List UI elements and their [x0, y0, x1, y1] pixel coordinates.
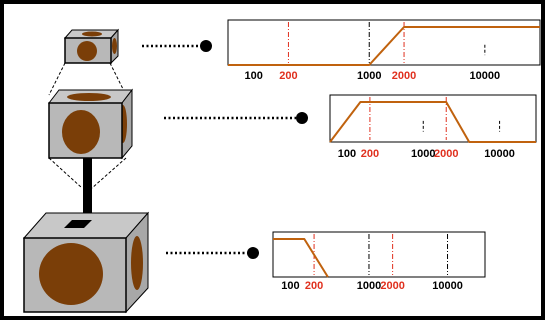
tick-label: 2000 — [392, 70, 416, 82]
tick-label: 100 — [338, 148, 356, 160]
cube-connectors — [48, 62, 127, 189]
midrange-cube — [47, 88, 134, 160]
chart-frame — [272, 231, 486, 278]
cube-stand — [83, 158, 92, 220]
tick-label: 1000 — [411, 148, 435, 160]
tick-label: 200 — [279, 70, 297, 82]
response-curve — [273, 238, 329, 278]
tick-label: 1000 — [357, 280, 381, 292]
leader-tweeter — [142, 40, 212, 52]
leader-dot — [200, 40, 212, 52]
midrange-front-driver — [62, 110, 100, 154]
midrange-top-driver — [67, 93, 111, 101]
tweeter-response-chart: 100 200 1000 2000 10000 — [227, 19, 541, 82]
woofer-side-driver — [131, 236, 143, 290]
tick-label: 1000 — [357, 70, 381, 82]
response-curve — [329, 101, 536, 143]
tweeter-top-driver — [82, 31, 102, 37]
tweeter-front-driver — [77, 41, 97, 61]
leader-midrange — [164, 112, 308, 124]
tick-label: 200 — [305, 280, 323, 292]
tick-label: 2000 — [380, 280, 404, 292]
tick-label: 2000 — [434, 148, 458, 160]
leader-dot — [296, 112, 308, 124]
leader-woofer — [166, 247, 259, 259]
tick-label: 100 — [244, 70, 262, 82]
tweeter-cube — [63, 28, 120, 65]
tick-label: 200 — [361, 148, 379, 160]
tick-label: 10000 — [484, 148, 515, 160]
leader-dot — [247, 247, 259, 259]
woofer-front-driver — [39, 243, 103, 305]
woofer-top-port — [64, 220, 92, 228]
tweeter-side-driver — [112, 38, 117, 54]
tick-label: 10000 — [432, 280, 463, 292]
woofer-cube — [22, 211, 150, 314]
response-curve — [228, 26, 540, 66]
tick-label: 100 — [281, 280, 299, 292]
tick-label: 10000 — [470, 70, 501, 82]
